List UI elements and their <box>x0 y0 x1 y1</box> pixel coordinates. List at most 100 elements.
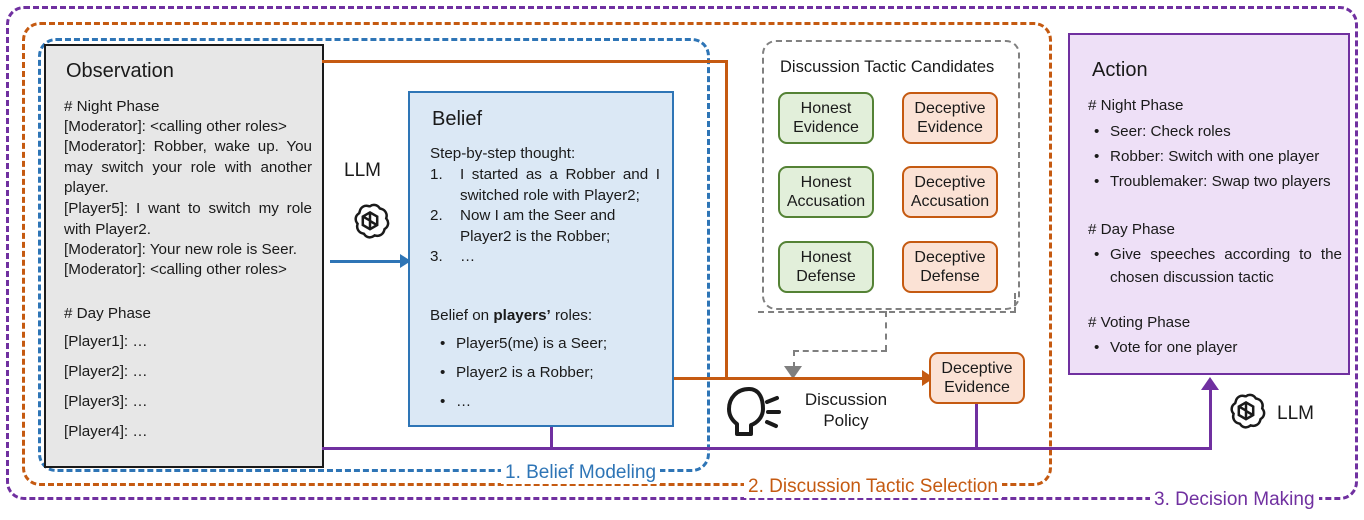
stage-label-belief-modeling: 1. Belief Modeling <box>501 462 661 484</box>
belief-thought-step: Now I am the Seer and Player2 is the Rob… <box>430 206 660 247</box>
action-night-header: # Night Phase <box>1088 97 1184 114</box>
tactic-label: Deceptive Defense <box>914 248 985 286</box>
dashed-connector-bottom <box>793 350 887 352</box>
action-night-list: Seer: Check roles Robber: Switch with on… <box>1088 119 1340 194</box>
dashed-connector-mid-down <box>885 311 887 351</box>
action-voting-header: # Voting Phase <box>1088 314 1191 331</box>
action-day-header: # Day Phase <box>1088 221 1175 238</box>
tactic-deceptive-accusation[interactable]: Deceptive Accusation <box>902 166 998 218</box>
observation-night-line-4: [Moderator]: <calling other roles> <box>64 261 287 278</box>
stage-label-decision-making: 3. Decision Making <box>1150 489 1319 511</box>
action-voting-text: Vote for one player <box>1110 339 1238 356</box>
belief-thought-step-text: … <box>460 248 476 265</box>
belief-role-item: … <box>434 387 664 416</box>
belief-role-text: Player2 is a Robber; <box>456 364 594 381</box>
tactic-label-line2: Accusation <box>786 193 866 210</box>
arrowhead-to-action <box>1201 377 1219 390</box>
action-night-text: Troublemaker: Swap two players <box>1110 173 1331 190</box>
discussion-policy-line1: Discussion <box>804 390 888 409</box>
belief-thought-step-text: I started as a Robber and I switched rol… <box>460 166 660 204</box>
connector-selected-tactic-down <box>975 404 978 450</box>
tactic-label-line2: Accusation <box>910 193 990 210</box>
observation-night-header: # Night Phase <box>64 98 160 115</box>
openai-logo-icon <box>346 200 394 248</box>
belief-roles-header-post: roles: <box>550 307 593 324</box>
action-panel: Action # Night Phase Seer: Check roles R… <box>1068 33 1350 375</box>
tactic-label: Honest Evidence <box>793 99 859 137</box>
llm-left-label: LLM <box>344 160 381 181</box>
selected-tactic-label: Deceptive Evidence <box>941 359 1012 397</box>
tactic-label-line2: Defense <box>796 268 856 285</box>
stage-tactic-selection <box>22 22 1052 486</box>
tactic-label-line1: Deceptive <box>914 174 986 191</box>
belief-title: Belief <box>432 108 483 130</box>
belief-role-text: Player5(me) is a Seer; <box>456 335 608 352</box>
observation-night-line-3: [Moderator]: Your new role is Seer. <box>64 241 298 258</box>
action-night-text: Robber: Switch with one player <box>1110 148 1320 165</box>
discussion-tactic-candidates-title: Discussion Tactic Candidates <box>780 58 995 76</box>
belief-role-text: … <box>456 393 472 410</box>
action-day-item: Give speeches according to the chosen di… <box>1088 243 1342 289</box>
tactic-label: Deceptive Accusation <box>911 173 989 211</box>
tactic-label: Deceptive Evidence <box>914 99 985 137</box>
tactic-honest-defense[interactable]: Honest Defense <box>778 241 874 293</box>
belief-thought-list: I started as a Robber and I switched rol… <box>430 165 660 268</box>
observation-day-line-3: [Player4]: … <box>64 423 148 440</box>
dashed-connector-right-down <box>1014 293 1016 313</box>
tactic-label-line1: Honest <box>800 249 852 266</box>
action-night-item: Troublemaker: Swap two players <box>1088 169 1340 194</box>
tactic-label-line1: Deceptive <box>914 249 986 266</box>
tactic-label-line2: Evidence <box>917 119 983 136</box>
action-day-text: Give speeches according to the chosen di… <box>1110 246 1342 286</box>
connector-belief-down <box>550 427 553 450</box>
dashed-connector-top <box>758 311 1016 313</box>
speaking-head-icon <box>723 385 781 439</box>
tactic-honest-accusation[interactable]: Honest Accusation <box>778 166 874 218</box>
action-title: Action <box>1092 59 1148 81</box>
action-day-list: Give speeches according to the chosen di… <box>1088 243 1342 289</box>
tactic-label: Honest Accusation <box>787 173 865 211</box>
belief-roles-header-pre: Belief on <box>430 307 494 324</box>
connector-up-to-action <box>1209 390 1212 450</box>
selected-tactic-line2: Evidence <box>944 379 1010 396</box>
discussion-policy-line2: Policy <box>823 411 869 430</box>
connector-observation-right <box>322 60 728 63</box>
connector-observation-down <box>725 60 728 378</box>
action-night-item: Robber: Switch with one player <box>1088 144 1340 169</box>
belief-roles-header-bold: players’ <box>493 307 551 324</box>
observation-day-line-1: [Player2]: … <box>64 363 148 380</box>
tactic-label: Honest Defense <box>796 248 856 286</box>
tactic-honest-evidence[interactable]: Honest Evidence <box>778 92 874 144</box>
stage-label-tactic-selection: 2. Discussion Tactic Selection <box>744 476 1002 498</box>
observation-night-line-0: [Moderator]: <calling other roles> <box>64 118 287 135</box>
tactic-label-line2: Evidence <box>793 119 859 136</box>
observation-panel: Observation # Night Phase [Moderator]: <… <box>44 44 324 468</box>
belief-role-item: Player5(me) is a Seer; <box>434 329 664 358</box>
observation-day-line-2: [Player3]: … <box>64 393 148 410</box>
observation-title: Observation <box>66 60 174 82</box>
connector-llm-to-belief <box>330 260 404 263</box>
action-night-item: Seer: Check roles <box>1088 119 1340 144</box>
stage-belief-modeling <box>38 38 710 472</box>
arrowhead-to-discussion-policy <box>784 366 802 379</box>
connector-bottom-bus <box>322 447 1211 450</box>
selected-tactic-line1: Deceptive <box>941 360 1013 377</box>
discussion-policy-label: Discussion Policy <box>786 389 906 431</box>
tactic-deceptive-defense[interactable]: Deceptive Defense <box>902 241 998 293</box>
action-voting-list: Vote for one player <box>1088 336 1340 359</box>
observation-night-line-2: [Player5]: I want to switch my role with… <box>64 200 312 238</box>
llm-right-label: LLM <box>1277 403 1314 424</box>
selected-tactic-deceptive-evidence[interactable]: Deceptive Evidence <box>929 352 1025 404</box>
belief-thought-step-text: Now I am the Seer and Player2 is the Rob… <box>460 207 616 245</box>
action-voting-item: Vote for one player <box>1088 336 1340 359</box>
arrowhead-llm-to-belief <box>400 254 411 268</box>
belief-roles-header: Belief on players’ roles: <box>430 306 592 327</box>
belief-panel: Belief Step-by-step thought: I started a… <box>408 91 674 427</box>
belief-thought-header: Step-by-step thought: <box>430 145 576 162</box>
belief-role-item: Player2 is a Robber; <box>434 358 664 387</box>
tactic-deceptive-evidence[interactable]: Deceptive Evidence <box>902 92 998 144</box>
openai-logo-icon-right <box>1222 390 1270 438</box>
action-night-text: Seer: Check roles <box>1110 123 1231 140</box>
belief-thought-step: I started as a Robber and I switched rol… <box>430 165 660 206</box>
belief-thought-step: … <box>430 247 660 268</box>
